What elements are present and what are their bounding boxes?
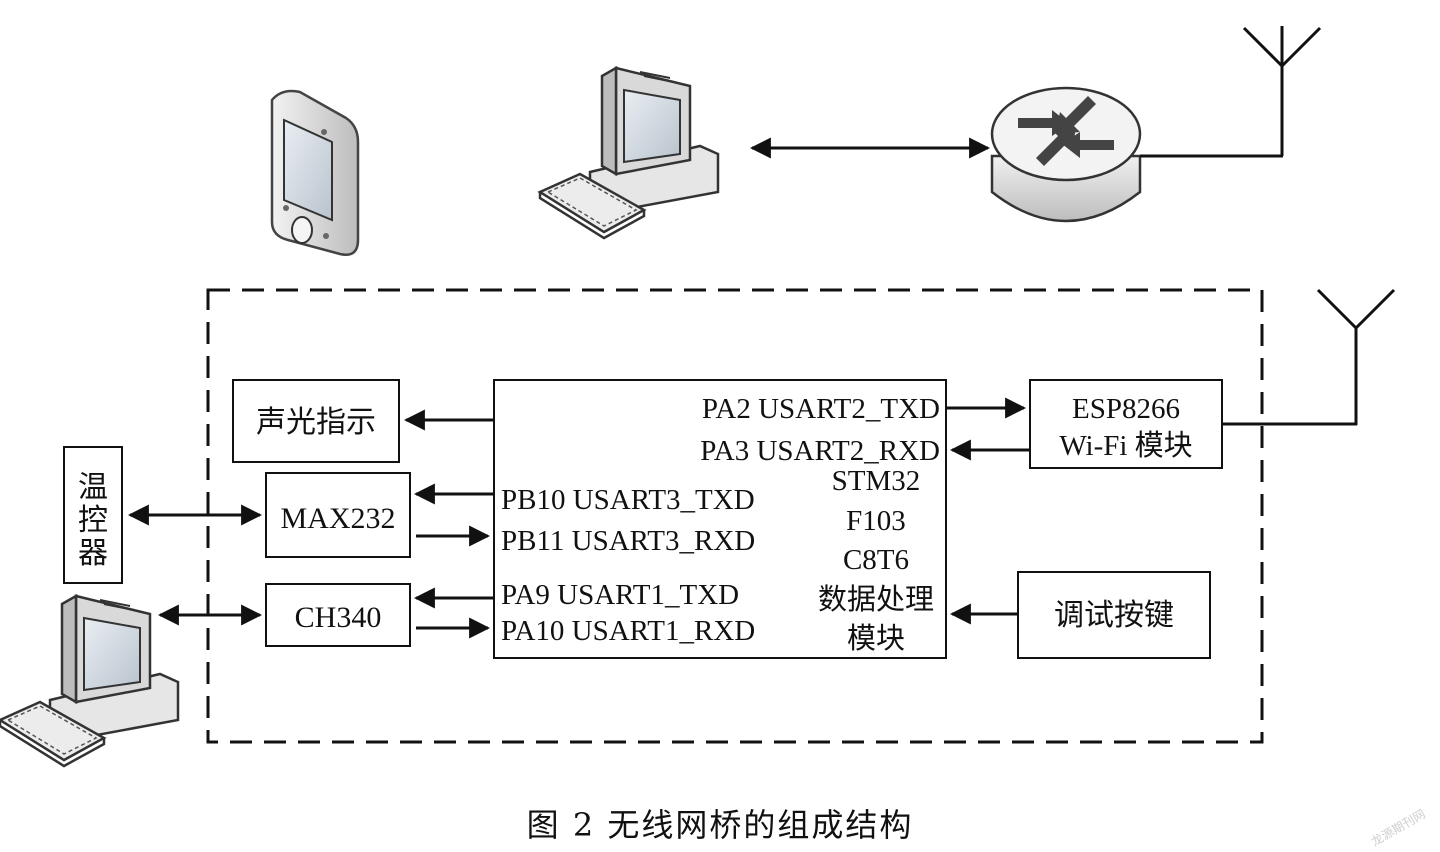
antenna-icon bbox=[1140, 26, 1322, 158]
chip-label-line: STM32 bbox=[832, 465, 921, 497]
temp-controller-char: 控 bbox=[78, 504, 108, 537]
sound-light-box bbox=[232, 379, 400, 463]
pa3-label: PA3 USART2_RXD bbox=[700, 435, 940, 467]
pb11-label: PB11 USART3_RXD bbox=[501, 525, 755, 557]
device-boundary bbox=[206, 288, 1264, 744]
pa10-label: PA10 USART1_RXD bbox=[501, 615, 755, 647]
pa9-label: PA9 USART1_TXD bbox=[501, 579, 739, 611]
antenna-icon bbox=[1222, 288, 1396, 426]
router-icon bbox=[990, 86, 1142, 223]
chip-label-line: 数据处理 bbox=[818, 583, 934, 616]
wifi-module-label: Wi-Fi 模块 bbox=[1059, 429, 1192, 462]
desktop-computer-icon bbox=[0, 593, 180, 768]
pb10-label: PB10 USART3_TXD bbox=[501, 484, 755, 516]
desktop-computer-icon bbox=[537, 65, 720, 240]
sound-light-label: 声光指示 bbox=[256, 406, 376, 439]
mcu-box bbox=[493, 379, 947, 659]
max232-box bbox=[265, 472, 411, 558]
temp-controller-char: 温 bbox=[78, 471, 108, 504]
temp-controller-char: 器 bbox=[78, 537, 108, 570]
ch340-label: CH340 bbox=[295, 601, 382, 634]
figure-caption: 图 2 无线网桥的组成结构 bbox=[526, 806, 914, 844]
chip-label-line: F103 bbox=[846, 505, 906, 537]
max232-label: MAX232 bbox=[280, 502, 395, 535]
chip-label-line: C8T6 bbox=[843, 544, 909, 576]
smartphone-icon bbox=[270, 89, 360, 256]
ch340-box bbox=[265, 583, 411, 647]
debug-key-label: 调试按键 bbox=[1054, 599, 1174, 632]
pa2-label: PA2 USART2_TXD bbox=[702, 393, 940, 425]
temp-controller-box bbox=[63, 446, 123, 584]
chip-label-line: 模块 bbox=[847, 622, 905, 655]
esp8266-box bbox=[1029, 379, 1223, 469]
esp8266-label: ESP8266 bbox=[1072, 393, 1180, 425]
